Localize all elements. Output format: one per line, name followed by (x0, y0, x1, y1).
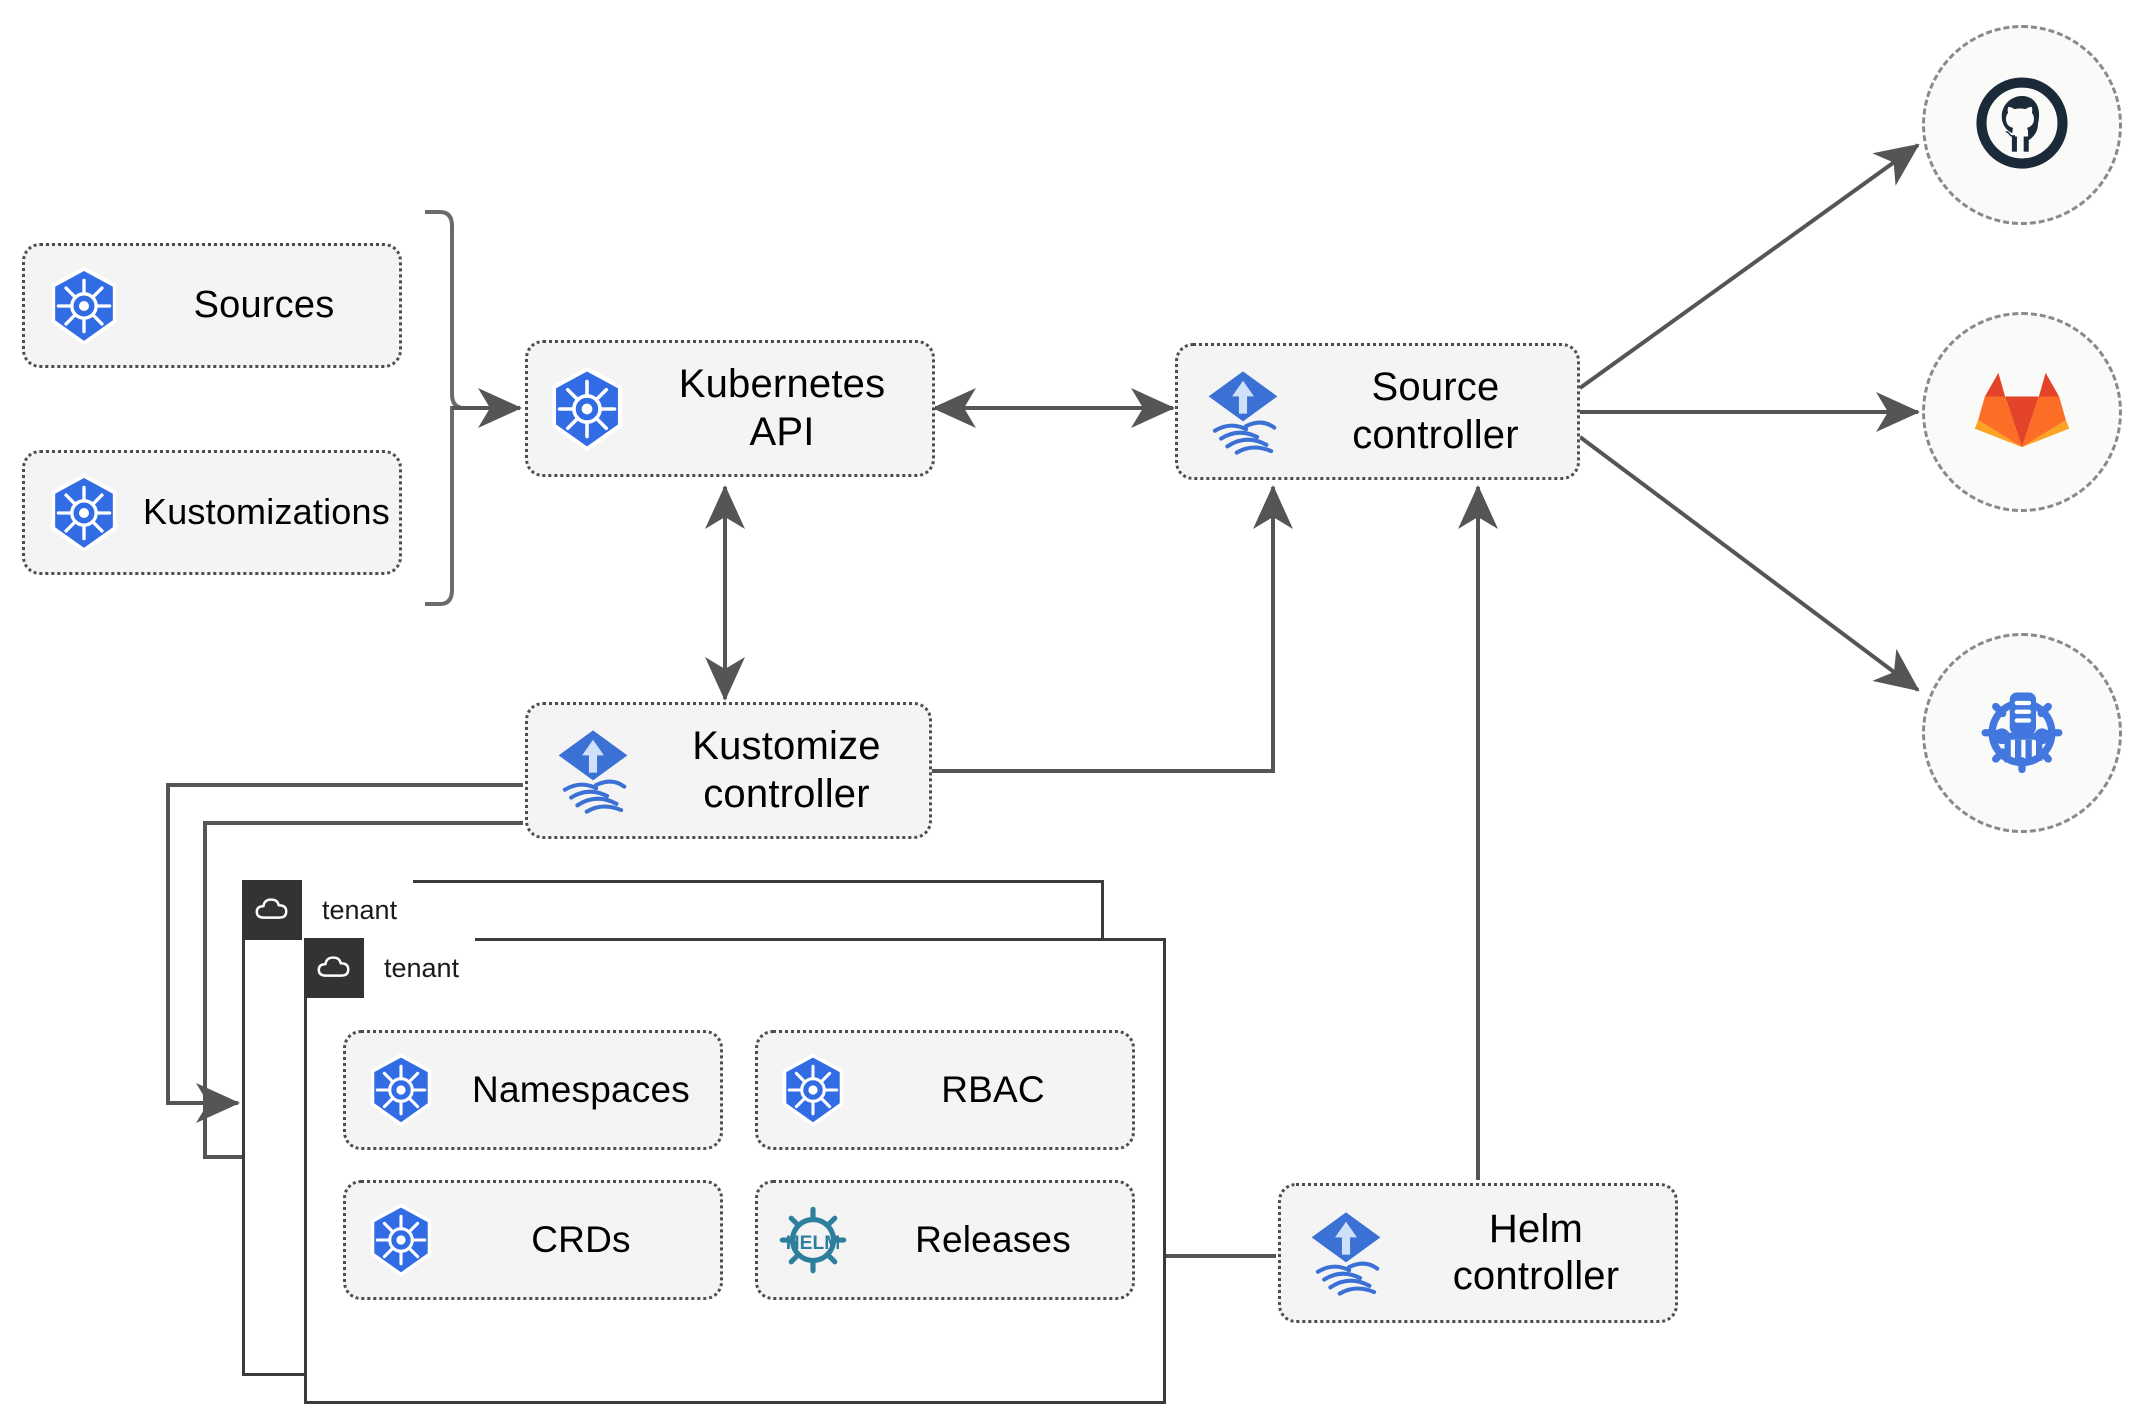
component-label: Helm controller (1452, 1206, 1620, 1298)
tenant-label: tenant (364, 938, 476, 998)
kubernetes-icon (346, 1202, 456, 1278)
kubernetes-icon (25, 472, 143, 554)
resource-label: Sources (193, 284, 335, 327)
component-label: Kustomize controller (692, 724, 881, 816)
component-kustomize-controller[interactable]: Kustomize controller (525, 702, 932, 839)
resource-label: Kustomizations (143, 491, 390, 533)
resource-kustomizations[interactable]: Kustomizations (22, 450, 402, 575)
helm-repository-icon (1966, 675, 2078, 792)
kubernetes-icon (758, 1052, 868, 1128)
tenant-resource-namespaces[interactable]: Namespaces (343, 1030, 723, 1150)
github-icon (1968, 69, 2076, 182)
provider-helm-charts[interactable] (1922, 633, 2122, 833)
tenant-tab: tenant (304, 938, 476, 998)
component-helm-controller[interactable]: Helm controller (1278, 1183, 1678, 1323)
tenant-resource-label: Releases (915, 1219, 1071, 1261)
gitlab-icon (1968, 356, 2076, 469)
flux-icon (1178, 362, 1308, 462)
kubernetes-icon (346, 1052, 456, 1128)
edge-source-github (1578, 143, 1920, 390)
component-source-controller[interactable]: Source controller (1175, 343, 1580, 480)
component-kubernetes-api[interactable]: Kubernetes API (525, 340, 935, 477)
tenant-tab: tenant (242, 880, 414, 940)
edge-kustomize-source (932, 485, 1293, 773)
tenant-resource-label: Namespaces (472, 1069, 690, 1111)
tenant-label: tenant (302, 880, 414, 940)
tenant-resource-crds[interactable]: CRDs (343, 1180, 723, 1300)
cloud-icon (242, 880, 302, 940)
kubernetes-icon (528, 365, 646, 453)
tenant-resource-label: CRDs (531, 1219, 631, 1261)
provider-github[interactable] (1922, 25, 2122, 225)
tenant-resource-rbac[interactable]: RBAC (755, 1030, 1135, 1150)
flux-icon (1281, 1203, 1411, 1303)
flux-icon (528, 721, 658, 821)
edge-source-helm-charts (1578, 435, 1920, 692)
tenant-card-front[interactable]: tenant Namespaces (304, 938, 1166, 1404)
resources-bracket (425, 210, 465, 606)
component-label: Source controller (1352, 365, 1519, 457)
tenant-resource-label: RBAC (941, 1069, 1045, 1111)
provider-gitlab[interactable] (1922, 312, 2122, 512)
component-label: Kubernetes API (678, 362, 886, 454)
resource-sources[interactable]: Sources (22, 243, 402, 368)
svg-text:HELM: HELM (786, 1233, 840, 1254)
kubernetes-icon (25, 265, 143, 347)
tenant-resource-releases[interactable]: HELM Releases (755, 1180, 1135, 1300)
helm-icon: HELM (758, 1199, 868, 1281)
cloud-icon (304, 938, 364, 998)
